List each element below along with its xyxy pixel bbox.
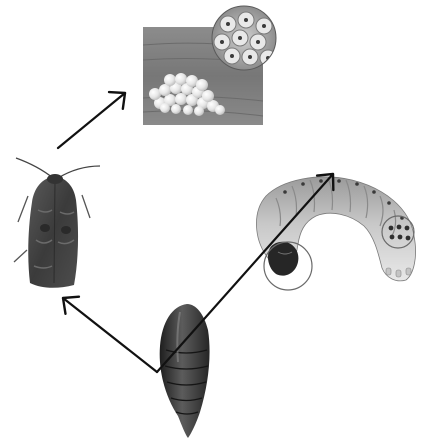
arrow-adult-to-eggs <box>58 93 125 148</box>
arrow-pupa-to-larva <box>157 174 333 372</box>
moth-photo <box>14 158 100 288</box>
moth-wings <box>28 176 78 288</box>
arrow-pupa-to-adult <box>63 298 157 372</box>
caterpillar-head <box>268 242 298 276</box>
pupa-body <box>160 304 210 438</box>
egg-cluster-photo <box>143 6 276 125</box>
pupa-photo <box>160 304 210 438</box>
egg-magnified-inset <box>212 6 276 70</box>
